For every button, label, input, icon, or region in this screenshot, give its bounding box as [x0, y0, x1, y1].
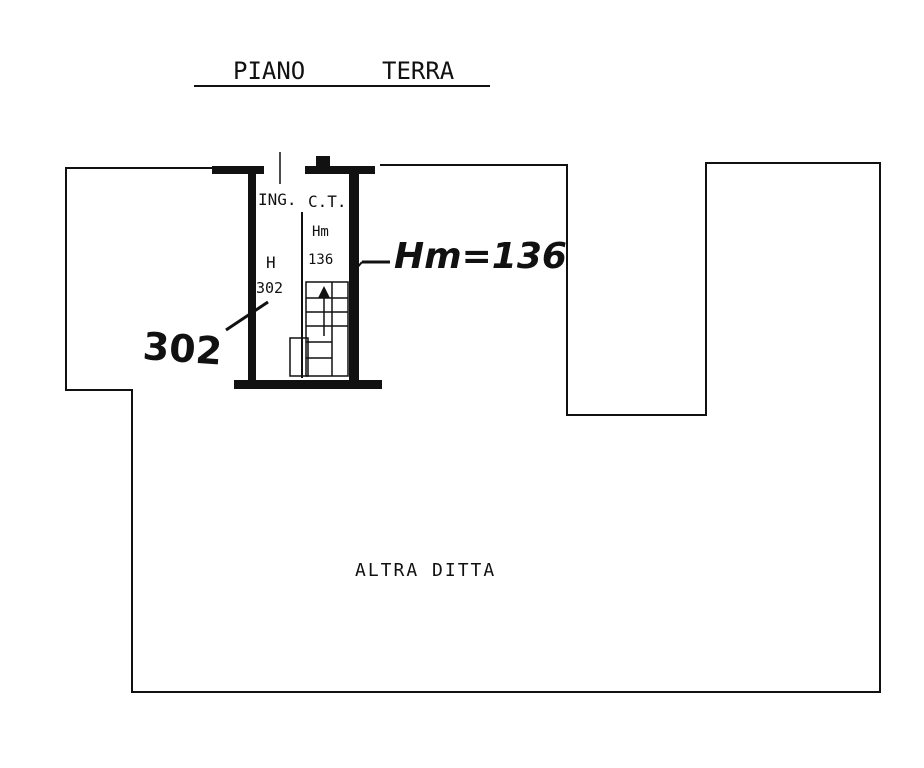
- boiler-room-label: C.T.: [308, 192, 347, 211]
- title-word-1: PIANO: [233, 57, 305, 85]
- stair-direction-arrow: [318, 286, 330, 336]
- title-word-2: TERRA: [382, 57, 455, 85]
- entrance-height-label: H: [266, 253, 276, 272]
- entrance-label: ING.: [258, 190, 297, 209]
- entrance-height-leader: [225, 300, 269, 332]
- boiler-height-annotation: Hm=136: [394, 236, 567, 277]
- boiler-height-value: 136: [308, 252, 333, 268]
- building-outline: [65, 162, 881, 693]
- staircase: [289, 281, 349, 377]
- stair-block-walls: [212, 156, 382, 389]
- boiler-height-label: Hm: [312, 224, 329, 240]
- entrance-height-value: 302: [256, 279, 283, 297]
- boiler-height-leader-tail: [349, 261, 363, 277]
- other-property-label: ALTRA DITTA: [355, 560, 496, 581]
- entrance-height-annotation: 302: [141, 324, 223, 373]
